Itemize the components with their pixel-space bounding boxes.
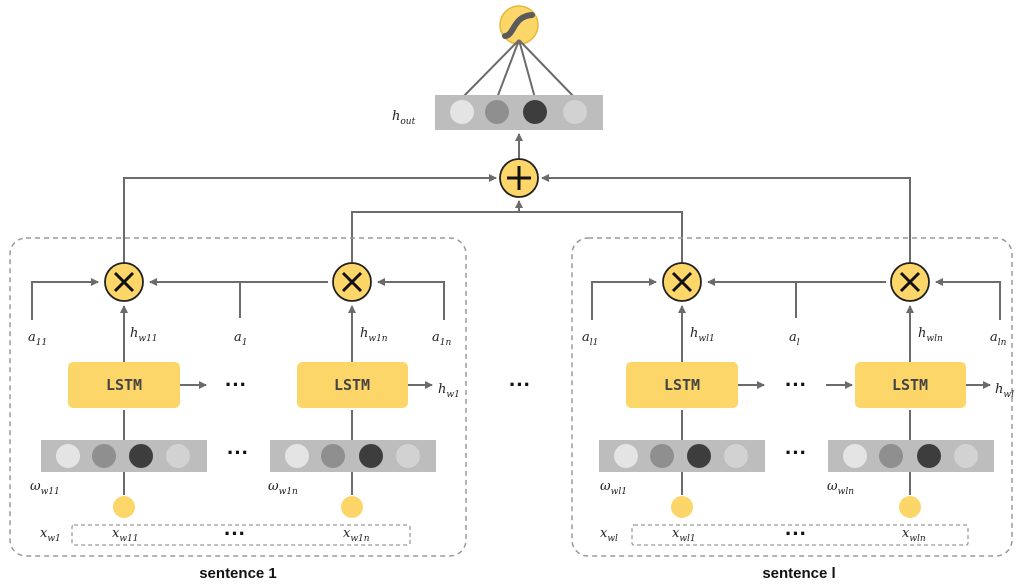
sigmoid-output-node xyxy=(499,5,539,45)
ellipsis: ··· xyxy=(785,372,807,397)
product-node xyxy=(890,262,930,302)
ellipsis: ··· xyxy=(509,372,531,397)
svg-text:LSTM: LSTM xyxy=(106,376,142,394)
product-node xyxy=(104,262,144,302)
attention-weight-label: aln xyxy=(990,330,1007,348)
lstm-cell: LSTM xyxy=(297,362,408,408)
sentence-block-1: LSTM LSTM ··· ··· ··· a11 a1 a1n hw11 hw… xyxy=(9,237,467,557)
input-label: xw1 xyxy=(40,526,61,544)
multiply-circle-icon xyxy=(899,271,921,293)
input-label: xw11 xyxy=(112,526,139,544)
product-node xyxy=(332,262,372,302)
hidden-state-label: hwln xyxy=(918,326,943,344)
sentence-caption: sentence l xyxy=(762,565,835,582)
input-label: xwl xyxy=(600,526,618,544)
embedding-vector xyxy=(828,440,994,472)
embedding-vector xyxy=(599,440,765,472)
input-label: xwl1 xyxy=(672,526,696,544)
sentence-block-l: LSTM LSTM ··· ··· ··· al1 al aln hwl1 hw… xyxy=(571,237,1014,557)
sum-node xyxy=(499,158,539,198)
attention-weight-label: al xyxy=(789,330,800,348)
product-node xyxy=(662,262,702,302)
plus-circle-icon xyxy=(507,166,531,190)
multiply-circle-icon xyxy=(113,271,135,293)
h-out-label: hout xyxy=(392,109,416,127)
hidden-state-label: hw1n xyxy=(360,326,388,344)
sigmoid-fan-lines xyxy=(461,39,576,99)
embedding-vector xyxy=(270,440,436,472)
embedding-vector xyxy=(41,440,207,472)
ellipsis: ··· xyxy=(785,440,807,465)
hidden-state-output-label: hw1 xyxy=(438,382,460,400)
attention-weight-label: al1 xyxy=(582,330,598,348)
sentence-caption: sentence 1 xyxy=(199,565,277,582)
sigmoid-icon xyxy=(502,12,535,39)
embedding-label: ωw11 xyxy=(30,479,60,497)
multiply-circle-icon xyxy=(671,271,693,293)
hidden-state-label: hwl1 xyxy=(690,326,715,344)
hidden-state-output-label: hwl xyxy=(995,382,1014,400)
attention-weight-label: a11 xyxy=(28,330,47,348)
lstm-cell: LSTM xyxy=(68,362,180,408)
input-sequence-box xyxy=(631,524,969,546)
attention-weight-label: a1 xyxy=(234,330,248,348)
multiply-circle-icon xyxy=(341,271,363,293)
lstm-cell: LSTM xyxy=(855,362,966,408)
ellipsis: ··· xyxy=(227,440,249,465)
embedding-label: ωwl1 xyxy=(600,479,627,497)
svg-text:LSTM: LSTM xyxy=(334,376,370,394)
input-label: xwln xyxy=(902,526,926,544)
svg-text:LSTM: LSTM xyxy=(664,376,700,394)
input-node xyxy=(899,496,921,518)
lstm-cell: LSTM xyxy=(626,362,738,408)
input-node xyxy=(113,496,135,518)
ellipsis: ··· xyxy=(785,521,807,546)
h-out-vector xyxy=(435,95,603,130)
embedding-label: ωw1n xyxy=(268,479,298,497)
attention-weight-label: a1n xyxy=(432,330,451,348)
input-node xyxy=(341,496,363,518)
ellipsis: ··· xyxy=(224,521,246,546)
hidden-state-label: hw11 xyxy=(130,326,158,344)
input-label: xw1n xyxy=(343,526,370,544)
input-node xyxy=(671,496,693,518)
input-sequence-box xyxy=(71,524,411,546)
svg-text:LSTM: LSTM xyxy=(892,376,928,394)
sum-input-connectors xyxy=(123,174,911,264)
embedding-label: ωwln xyxy=(827,479,854,497)
ellipsis: ··· xyxy=(225,372,247,397)
